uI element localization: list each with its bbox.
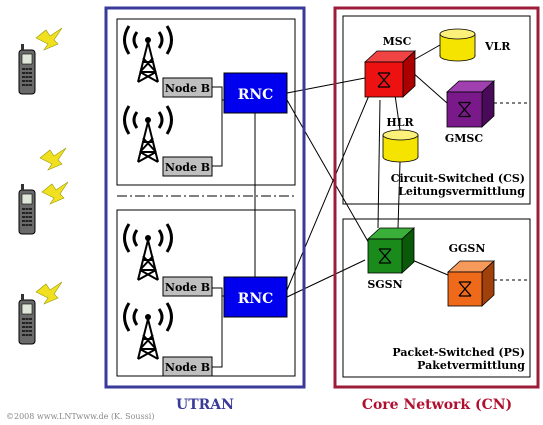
rnc-label: RNC	[238, 291, 274, 307]
antenna-icon	[123, 301, 173, 361]
core-network-border	[333, 6, 540, 389]
link-rnc2-sgsn	[286, 259, 366, 298]
ps-domain-box	[342, 218, 531, 378]
link-msc-hlr	[394, 94, 401, 131]
rns-upper-box	[116, 18, 296, 186]
lightning-icon	[35, 27, 63, 51]
mobile-phone-icon	[18, 183, 36, 235]
lightning-icon	[35, 281, 63, 305]
copyright-notice: ©2008 www.LNTwww.de (K. Soussi)	[6, 412, 154, 421]
mobile-phone-icon	[18, 43, 36, 95]
node-b-label: Node B	[165, 82, 210, 95]
link-rnc2-msc	[286, 92, 371, 291]
ggsn-label: GGSN	[449, 242, 486, 255]
node-b-2: Node B	[162, 156, 213, 177]
node-b-label: Node B	[165, 161, 210, 174]
cs-domain-subtitle: Leitungsvermittlung	[398, 185, 525, 198]
lightning-icon	[39, 147, 67, 171]
link-rnc1-msc	[286, 77, 366, 94]
node-b-label: Node B	[165, 281, 210, 294]
gmsc-label: GMSC	[445, 132, 484, 145]
vlr-label: VLR	[484, 40, 511, 53]
link-msc-sgsn	[377, 99, 381, 229]
rnc-2: RNC	[223, 276, 288, 318]
vlr-database: VLR	[439, 28, 511, 62]
core-network-caption: Core Network (CN)	[362, 397, 512, 413]
link-hlr-sgsn	[397, 161, 401, 229]
cs-domain-box	[342, 15, 531, 205]
antenna-icon	[123, 104, 173, 164]
cs-domain-title: Circuit-Switched (CS)	[391, 172, 525, 185]
link-nodeb4-rnc2	[212, 296, 223, 368]
rnc-label: RNC	[238, 87, 274, 103]
mobile-phone-icon	[18, 293, 36, 345]
node-b-label: Node B	[165, 361, 210, 374]
utran-caption: UTRAN	[176, 397, 234, 413]
link-nodeb3-rnc2	[212, 287, 224, 297]
msc-node: MSC	[363, 35, 417, 98]
lightning-icon	[41, 181, 69, 205]
rnc-1: RNC	[223, 72, 288, 114]
antenna-icon	[123, 222, 173, 282]
ggsn-node: GGSN	[446, 242, 496, 307]
node-b-4: Node B	[162, 356, 213, 377]
msc-label: MSC	[383, 35, 412, 48]
node-b-1: Node B	[162, 77, 213, 98]
ps-domain-title: Packet-Switched (PS)	[392, 346, 525, 359]
antenna-icon	[123, 24, 173, 84]
utran-border	[104, 6, 306, 389]
gmsc-node: GMSC	[445, 80, 496, 145]
sgsn-label: SGSN	[367, 278, 402, 291]
hlr-database: HLR	[382, 116, 419, 163]
link-nodeb1-rnc1	[212, 86, 224, 101]
ps-domain-subtitle: Paketvermittlung	[417, 359, 525, 372]
hlr-label: HLR	[386, 116, 414, 129]
link-sgsn-ggsn	[411, 259, 449, 276]
link-rnc1-sgsn	[286, 99, 371, 246]
sgsn-node: SGSN	[366, 227, 416, 291]
link-msc-gmsc	[411, 71, 448, 104]
link-nodeb2-rnc1	[212, 100, 223, 167]
links	[212, 44, 449, 368]
node-b-3: Node B	[162, 276, 213, 297]
